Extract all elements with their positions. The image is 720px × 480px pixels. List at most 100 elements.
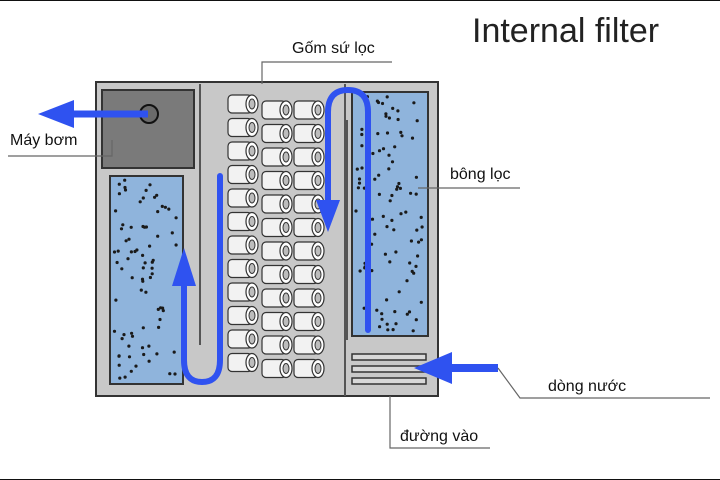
sponge-dot [117,192,121,196]
sponge-dot [121,223,125,227]
sponge-dot [391,328,395,332]
sponge-dot [397,290,401,294]
sponge-dot [417,240,421,244]
ceramic-ring [227,352,259,373]
sponge-dot [140,346,145,350]
sponge-dot [411,329,415,333]
sponge-dot [141,326,145,330]
ceramic-ring [261,217,293,238]
sponge-dot [408,261,412,265]
sponge-dot [414,318,418,322]
ceramic-ring [227,211,259,232]
ceramic-ring [227,235,259,255]
pump-box [101,89,195,169]
ceramic-ring [227,329,259,349]
sponge-dot [404,210,408,214]
sponge-dot [122,333,126,337]
sponge-dot [143,261,147,265]
sponge-dot [354,209,358,213]
sponge-dot [407,310,412,314]
sponge-dot [409,239,413,243]
sponge-dot [375,308,379,312]
sponge-dot [390,193,394,198]
sponge-dot [387,153,391,157]
sponge-dot [130,276,134,280]
sponge-dot [147,344,151,348]
sponge-dot [399,130,403,134]
sponge-dot [357,177,362,181]
sponge-dot [151,258,155,262]
sponge-dot [395,185,400,189]
ceramic-rings [227,94,325,379]
sponge-dot [377,192,381,196]
sponge-dot [381,147,386,151]
sponge-dot [405,312,409,316]
ceramic-ring [227,282,259,302]
sponge-dot [120,267,124,271]
sponge-dot [390,160,395,164]
sponge-dot [148,275,152,280]
sponge-dot [409,191,413,195]
ceramic-ring [227,188,259,208]
ceramic-ring [227,94,259,114]
sponge-dot [174,216,178,220]
sponge-dot [173,372,177,376]
inlet-arrow [414,352,498,384]
sponge-dot [370,217,375,221]
sponge-dot [139,288,143,292]
sponge-dot [405,279,409,283]
sponge-dot [414,192,418,196]
sponge-dot [168,372,172,376]
sponge-dot [410,136,415,140]
sponge-dot [167,207,171,211]
sponge-dot [115,260,119,265]
sponge-dot [123,375,127,379]
sponge-dot [393,145,397,149]
sponge-dot [391,106,395,110]
sponge-dot [156,210,160,214]
ceramic-ring [293,288,325,308]
sponge-dot [129,225,133,229]
sponge-dot [155,352,159,356]
flow-arrowhead-up [172,248,196,286]
sponge-dot [376,132,380,136]
sponge-dot [415,119,419,123]
sponge-dot [377,173,381,177]
sponge-dot [138,200,142,204]
sponge-dot [161,309,165,313]
ceramic-ring [261,123,293,144]
label-ceramic-media: Gốm sứ lọc [292,40,375,57]
sponge-dot [385,225,389,229]
sponge-dot [174,243,178,247]
sponge-dot [170,231,174,235]
ceramic-ring [293,264,325,285]
ceramic-ring [293,100,325,120]
sponge-dot [172,350,176,354]
sponge-dot [123,188,128,192]
sponge-dot [141,196,145,200]
sponge-dot [155,193,159,197]
sponge-dot [360,127,364,131]
sponge-dot [140,277,145,281]
sponge-dot [414,264,418,268]
ceramic-ring [261,194,293,214]
sponge-dot [126,257,130,261]
sponge-dot [129,369,133,373]
sponge-dot [397,181,401,186]
sponge-dot [355,167,359,171]
ceramic-ring [227,258,259,279]
sponge-dot [384,114,388,118]
inlet-slats [351,353,427,385]
sponge-dot [127,344,131,348]
sponge-dot [144,290,148,294]
sponge-dot [129,250,133,254]
sponge-dot [396,117,400,122]
sponge-dot [380,101,385,106]
sponge-dot [419,215,423,219]
sponge-dot [419,238,423,242]
sponge-dot [360,132,364,137]
sponge-dot [148,183,152,187]
sponge-dot [159,306,163,310]
sponge-dot [377,149,382,153]
sponge-dot [390,218,394,222]
